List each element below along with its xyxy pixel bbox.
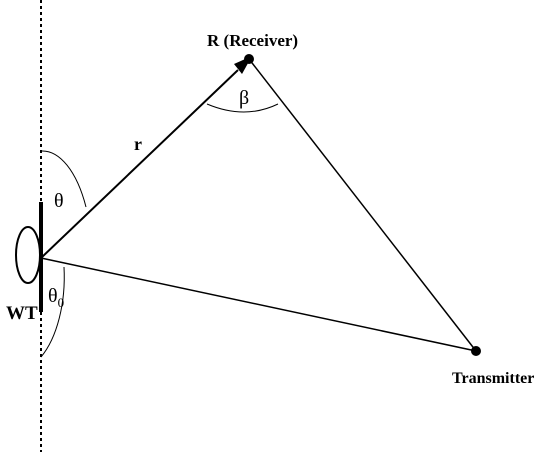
theta-arc bbox=[40, 150, 87, 208]
theta-label: θ bbox=[54, 190, 64, 212]
transmitter-dot bbox=[471, 346, 481, 356]
beta-label: β bbox=[239, 87, 249, 109]
receiver-dot bbox=[244, 54, 254, 64]
wt-transmitter-line bbox=[40, 257, 477, 352]
vector-r-line bbox=[40, 69, 239, 259]
theta0-arc bbox=[40, 266, 65, 358]
receiver-transmitter-line bbox=[248, 58, 477, 352]
beta-arc bbox=[206, 103, 279, 113]
wt-label: WT bbox=[6, 303, 38, 324]
r-label: r bbox=[134, 134, 142, 154]
wt-ellipse bbox=[15, 226, 41, 284]
receiver-label: R (Receiver) bbox=[207, 31, 298, 50]
transmitter-label: Transmitter bbox=[452, 370, 534, 387]
theta0-subscript: 0 bbox=[58, 295, 65, 310]
theta0-base: θ bbox=[48, 285, 58, 307]
theta0-label: θ0 bbox=[48, 285, 64, 310]
